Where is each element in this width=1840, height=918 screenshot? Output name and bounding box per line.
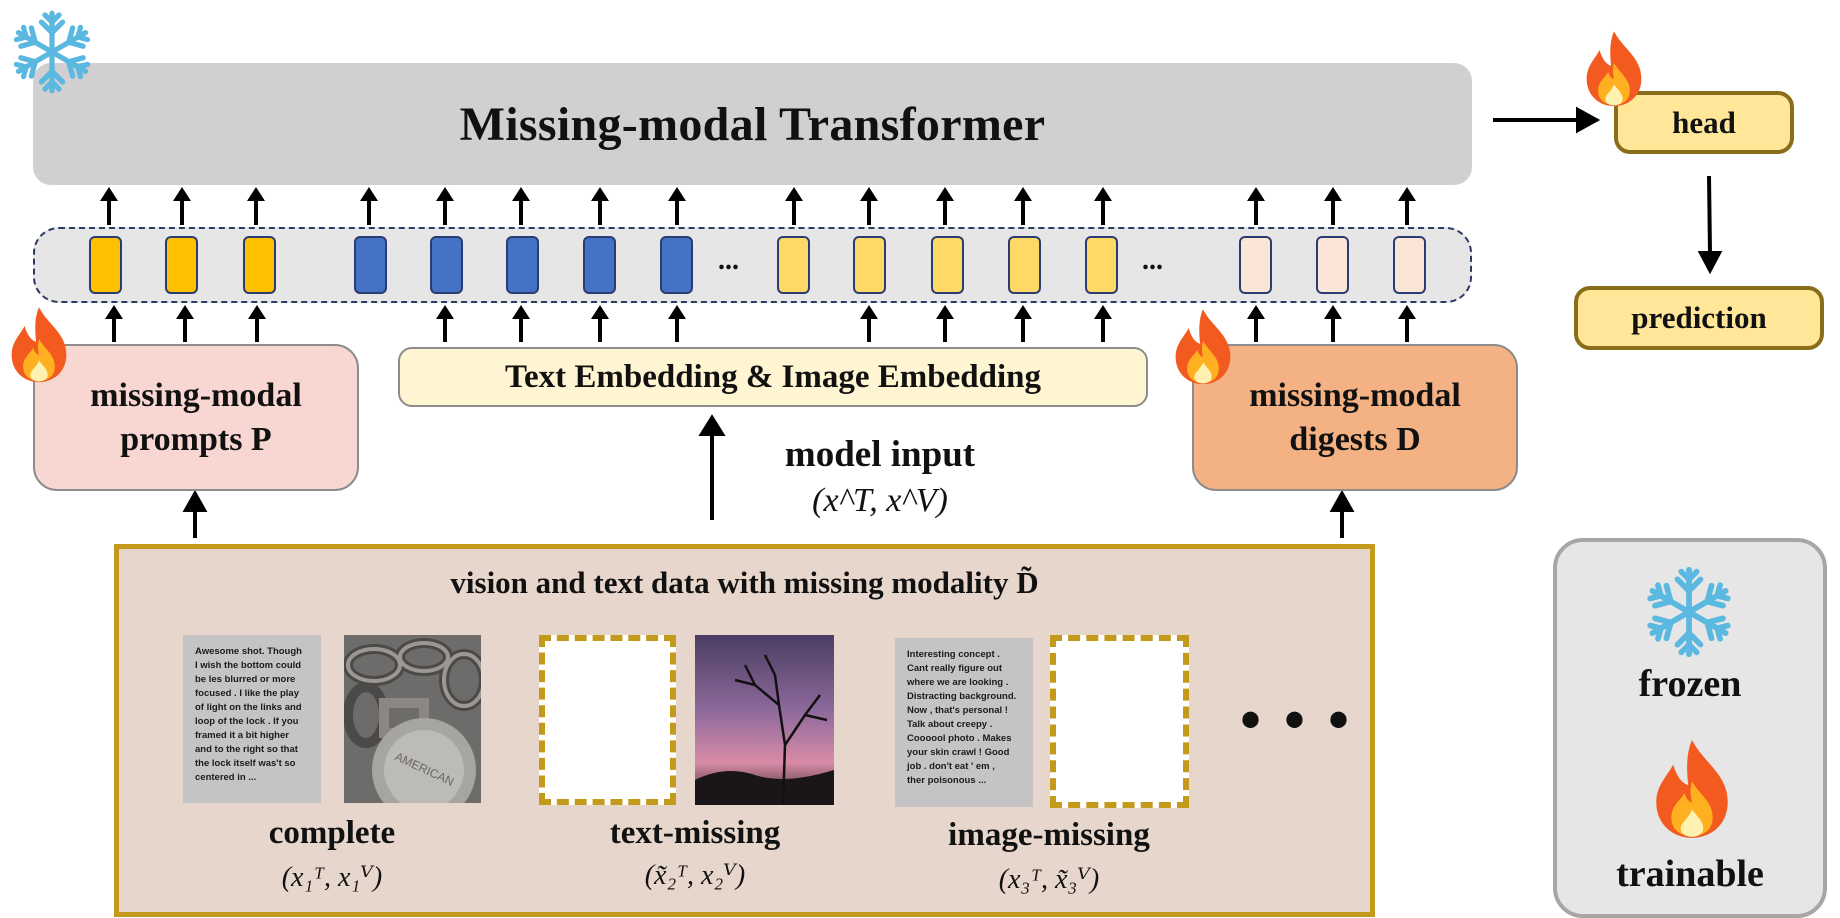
digest-token bbox=[1239, 236, 1272, 294]
up-arrowhead bbox=[1014, 305, 1032, 319]
model-input-arrowhead bbox=[698, 414, 726, 436]
embedding-token bbox=[660, 236, 693, 294]
digests-label: missing-modal digests D bbox=[1249, 376, 1461, 458]
sample-label-complete: complete bbox=[268, 815, 396, 851]
up-arrowhead bbox=[591, 187, 609, 201]
digest-token bbox=[1316, 236, 1349, 294]
up-arrowhead bbox=[1398, 187, 1416, 201]
embedding-token bbox=[506, 236, 539, 294]
legend-frozen-label: frozen bbox=[1638, 663, 1742, 705]
up-arrowhead bbox=[936, 187, 954, 201]
up-arrowhead bbox=[247, 187, 265, 201]
up-arrowhead bbox=[1094, 187, 1112, 201]
missing-modal-transformer: Missing-modal Transformer bbox=[33, 63, 1472, 185]
embedding-label: Text Embedding & Image Embedding bbox=[504, 358, 1042, 395]
flame-icon bbox=[1656, 740, 1728, 838]
sample-math-image-missing: (x₃ᵀ, x̃₃ⱽ) bbox=[998, 864, 1100, 895]
embedding-token bbox=[583, 236, 616, 294]
digest-token bbox=[1393, 236, 1426, 294]
snowflake-icon bbox=[1641, 566, 1737, 664]
transformer-title: Missing-modal Transformer bbox=[459, 97, 1046, 151]
head-to-prediction-arrow bbox=[1707, 175, 1712, 254]
more-samples-ellipsis: • • • bbox=[1240, 687, 1354, 753]
flow-arrows bbox=[182, 106, 1723, 538]
up-arrowhead bbox=[860, 187, 878, 201]
prediction-label: prediction bbox=[1631, 300, 1767, 335]
up-arrowhead bbox=[668, 187, 686, 201]
token-to-transformer-arrows bbox=[100, 187, 1416, 225]
up-arrowhead bbox=[591, 305, 609, 319]
token-ellipsis: ... bbox=[1142, 245, 1163, 276]
up-arrowhead bbox=[668, 305, 686, 319]
up-arrowhead bbox=[936, 305, 954, 319]
up-arrowhead bbox=[1324, 305, 1342, 319]
embedding-token bbox=[1008, 236, 1041, 294]
sample-text-snippet: Awesome shot. Though I wish the bottom c… bbox=[183, 635, 321, 803]
up-arrowhead bbox=[860, 305, 878, 319]
prompt-token bbox=[243, 236, 276, 294]
embedding-token bbox=[931, 236, 964, 294]
padlock-chain-image: AMERICAN bbox=[344, 635, 481, 803]
flame-icon bbox=[11, 307, 67, 383]
missing-image-placeholder bbox=[1050, 635, 1189, 808]
sample-label-image-missing: image-missing bbox=[948, 817, 1150, 853]
sample-math-text-missing: (x̃₂ᵀ, x₂ⱽ) bbox=[644, 860, 746, 891]
up-arrowhead bbox=[105, 305, 123, 319]
missing-modal-prompts-box: missing-modal prompts P bbox=[33, 344, 359, 491]
missing-text-placeholder bbox=[539, 635, 676, 805]
missing-modal-digests-box: missing-modal digests D bbox=[1192, 344, 1518, 491]
sunset-tree-image bbox=[695, 635, 834, 805]
up-arrowhead bbox=[173, 187, 191, 201]
dataset-title: vision and text data with missing modali… bbox=[450, 565, 1039, 600]
head-box: head bbox=[1614, 91, 1794, 154]
text-image-embedding-box: Text Embedding & Image Embedding bbox=[398, 347, 1148, 407]
head-label: head bbox=[1672, 104, 1736, 140]
up-arrowhead bbox=[360, 187, 378, 201]
up-arrowhead bbox=[1094, 305, 1112, 319]
embedding-token bbox=[354, 236, 387, 294]
model-input-label: model input bbox=[784, 434, 976, 475]
legend-trainable-label: trainable bbox=[1616, 853, 1764, 895]
sample-label-text-missing: text-missing bbox=[609, 815, 781, 851]
up-arrowhead bbox=[1014, 187, 1032, 201]
prompt-token bbox=[165, 236, 198, 294]
sample-math-complete: (x₁ᵀ, x₁ⱽ) bbox=[281, 862, 383, 893]
up-arrowhead bbox=[248, 305, 266, 319]
sample-text-snippet: Interesting concept . Cant really figure… bbox=[895, 638, 1033, 807]
snowflake-icon bbox=[8, 10, 96, 100]
up-arrowhead bbox=[1324, 187, 1342, 201]
up-arrowhead bbox=[1247, 187, 1265, 201]
up-arrowhead bbox=[785, 187, 803, 201]
flame-icon bbox=[1586, 31, 1642, 107]
up-arrowhead bbox=[100, 187, 118, 201]
up-arrowhead bbox=[1247, 305, 1265, 319]
prompts-label: missing-modal prompts P bbox=[90, 376, 302, 458]
source-to-token-arrows bbox=[105, 305, 1416, 342]
up-arrowhead bbox=[176, 305, 194, 319]
embedding-token bbox=[853, 236, 886, 294]
up-arrowhead bbox=[512, 305, 530, 319]
embedding-token bbox=[777, 236, 810, 294]
prediction-box: prediction bbox=[1574, 286, 1824, 350]
model-input-math: (x^T, x^V) bbox=[812, 482, 948, 519]
embedding-token bbox=[430, 236, 463, 294]
token-ellipsis: ... bbox=[718, 245, 739, 276]
up-arrowhead bbox=[1398, 305, 1416, 319]
flame-icon bbox=[1175, 309, 1231, 385]
up-arrowhead bbox=[436, 305, 454, 319]
up-arrowhead bbox=[512, 187, 530, 201]
embedding-token bbox=[1085, 236, 1118, 294]
prompt-token bbox=[89, 236, 122, 294]
up-arrowhead bbox=[436, 187, 454, 201]
